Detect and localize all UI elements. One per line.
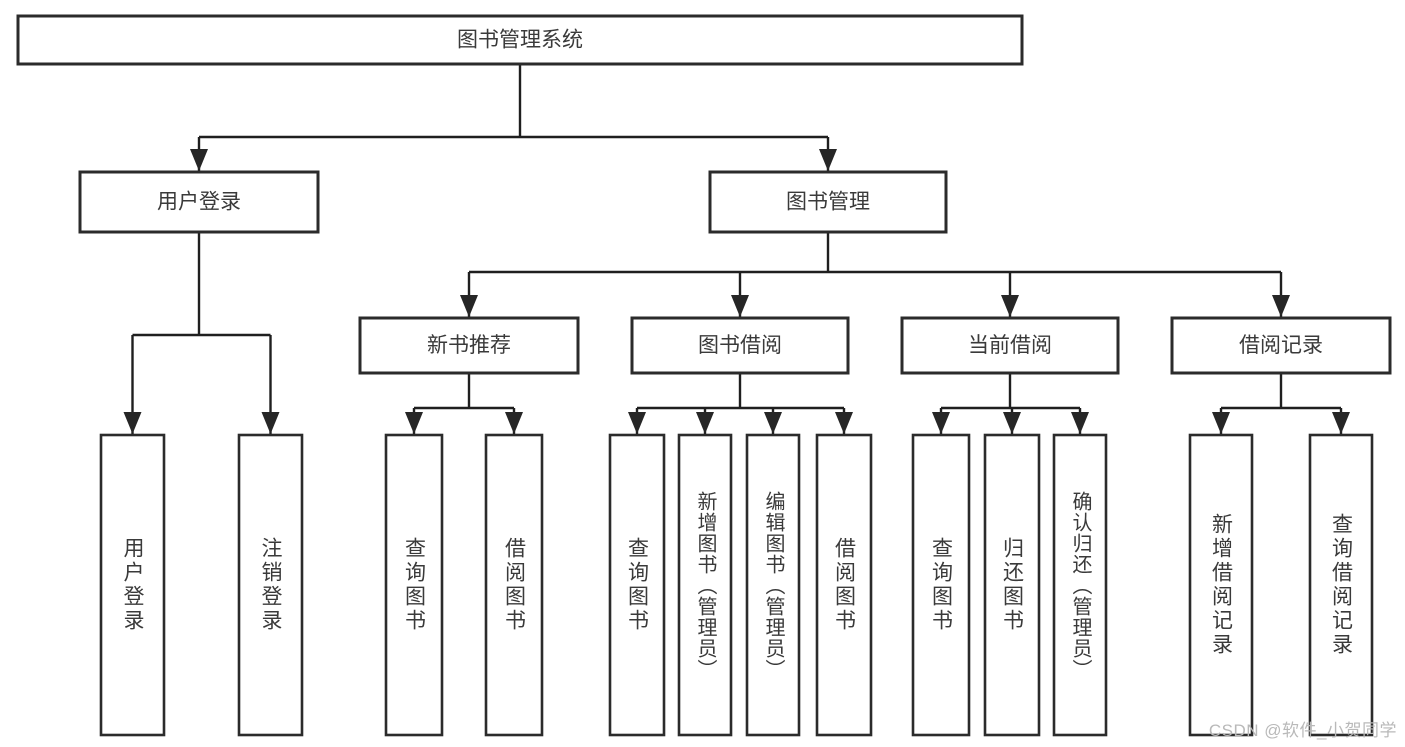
- node-box-leaf-query-book-recommend[interactable]: [384, 433, 444, 737]
- node-box-book-borrow[interactable]: [630, 316, 850, 375]
- node-box-leaf-borrow-book[interactable]: [815, 433, 873, 737]
- node-box-borrow-record[interactable]: [1170, 316, 1392, 375]
- node-box-root[interactable]: [16, 14, 1024, 66]
- node-box-leaf-return-book[interactable]: [983, 433, 1041, 737]
- node-label-root: 图书管理系统: [457, 29, 583, 52]
- node-box-leaf-user-login[interactable]: [99, 433, 166, 737]
- node-label-borrow-record: 借阅记录: [1239, 334, 1323, 357]
- connectors-layer: [123, 64, 1350, 434]
- node-box-leaf-confirm-return-admin[interactable]: [1052, 433, 1108, 737]
- node-box-leaf-query-borrow-record[interactable]: [1308, 433, 1374, 737]
- node-box-new-book-recommend[interactable]: [358, 316, 580, 375]
- node-box-book-management[interactable]: [708, 170, 948, 234]
- node-box-leaf-query-book-borrow[interactable]: [608, 433, 666, 737]
- node-box-leaf-borrow-book-recommend[interactable]: [484, 433, 544, 737]
- node-box-leaf-query-book-current[interactable]: [911, 433, 971, 737]
- node-label-current-borrow: 当前借阅: [968, 334, 1052, 357]
- node-box-current-borrow[interactable]: [900, 316, 1120, 375]
- node-label-new-book-recommend: 新书推荐: [427, 334, 511, 357]
- node-label-user-login: 用户登录: [157, 191, 241, 214]
- watermark-text: CSDN @软件_小贺同学: [1208, 721, 1397, 740]
- node-box-leaf-logout-login[interactable]: [237, 433, 304, 737]
- node-box-leaf-add-borrow-record[interactable]: [1188, 433, 1254, 737]
- node-box-leaf-edit-book-admin[interactable]: [745, 433, 801, 737]
- node-label-book-management: 图书管理: [786, 191, 870, 214]
- node-box-leaf-add-book-admin[interactable]: [677, 433, 733, 737]
- node-label-book-borrow: 图书借阅: [698, 334, 782, 357]
- node-box-user-login[interactable]: [78, 170, 320, 234]
